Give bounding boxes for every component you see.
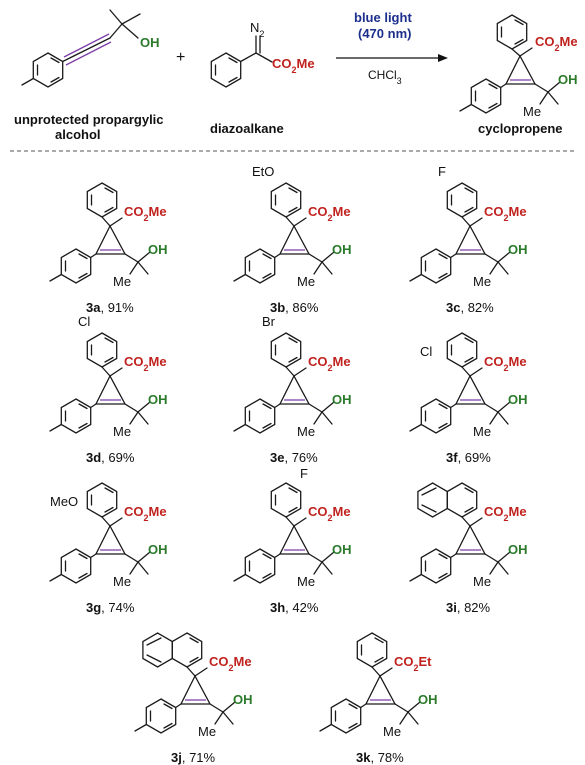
condition-solvent: CHCl3 xyxy=(368,68,402,86)
reactant-diazoalkane: N2 CO2Me xyxy=(210,20,315,88)
compound-ester: CO2Me xyxy=(308,204,351,223)
compound-substituent: F xyxy=(438,164,446,179)
compound-ester: CO2Me xyxy=(308,354,351,373)
reactant-propargylic-alcohol: OH xyxy=(22,9,160,87)
compound-ester: CO2Me xyxy=(124,354,167,373)
compound-me: Me xyxy=(297,274,315,289)
compound-substituent: F xyxy=(300,466,308,481)
condition-wavelength: (470 nm) xyxy=(358,26,411,41)
compound-label: 3d, 69% xyxy=(86,450,135,465)
reactant-oh-label: OH xyxy=(140,35,160,50)
diazo-n2-label: N2 xyxy=(250,20,264,39)
compound-oh: OH xyxy=(508,242,528,257)
compound-me: Me xyxy=(473,574,491,589)
compound-me: Me xyxy=(113,274,131,289)
condition-light: blue light xyxy=(354,10,412,25)
compound-label: 3b, 86% xyxy=(270,300,319,315)
compound-ester: CO2Me xyxy=(484,354,527,373)
diazo-ester-label: CO2Me xyxy=(272,56,315,75)
compound-ester: CO2Me xyxy=(484,504,527,523)
compound-label: 3k, 78% xyxy=(356,750,404,765)
product-ester: CO2Me xyxy=(535,34,578,53)
compound-label: 3j, 71% xyxy=(171,750,216,765)
compound-ester: CO2Me xyxy=(209,654,252,673)
compound-label: 3i, 82% xyxy=(446,600,491,615)
compound-oh: OH xyxy=(508,392,528,407)
compound-label: 3e, 76% xyxy=(270,450,318,465)
compound-oh: OH xyxy=(332,392,352,407)
compound-ester: CO2Et xyxy=(394,654,432,673)
compound-me: Me xyxy=(383,724,401,739)
compound-oh: OH xyxy=(418,692,438,707)
compound-ester: CO2Me xyxy=(124,204,167,223)
compound-oh: OH xyxy=(233,692,253,707)
compound-me: Me xyxy=(198,724,216,739)
compound-ester: CO2Me xyxy=(484,204,527,223)
compound-substituent: Cl xyxy=(420,344,432,359)
compound-oh: OH xyxy=(148,392,168,407)
compound-ester: CO2Me xyxy=(124,504,167,523)
product-cyclopropene: CO2Me OH Me xyxy=(460,14,578,119)
product-me: Me xyxy=(523,104,541,119)
reactant1-caption-line2: alcohol xyxy=(55,127,101,142)
compound-label: 3h, 42% xyxy=(270,600,319,615)
compound-me: Me xyxy=(297,574,315,589)
compound-oh: OH xyxy=(332,242,352,257)
reactant2-caption: diazoalkane xyxy=(210,121,284,136)
product-caption: cyclopropene xyxy=(478,121,563,136)
compound-substituent: MeO xyxy=(50,494,78,509)
compound-label: 3g, 74% xyxy=(86,600,135,615)
compound-me: Me xyxy=(473,274,491,289)
plus-sign: + xyxy=(176,49,185,66)
compound-substituent: Cl xyxy=(78,314,90,329)
compound-me: Me xyxy=(297,424,315,439)
compound-label: 3a, 91% xyxy=(86,300,134,315)
compound-oh: OH xyxy=(148,542,168,557)
compound-label: 3f, 69% xyxy=(446,450,491,465)
compound-substituent: Br xyxy=(262,314,276,329)
compound-oh: OH xyxy=(332,542,352,557)
compound-oh: OH xyxy=(508,542,528,557)
reaction-arrow xyxy=(336,54,448,62)
compound-oh: OH xyxy=(148,242,168,257)
compound-me: Me xyxy=(473,424,491,439)
product-oh: OH xyxy=(558,72,578,87)
compound-me: Me xyxy=(113,424,131,439)
compound-substituent: EtO xyxy=(252,164,274,179)
compound-me: Me xyxy=(113,574,131,589)
compound-label: 3c, 82% xyxy=(446,300,494,315)
compound-ester: CO2Me xyxy=(308,504,351,523)
reactant1-caption-line1: unprotected propargylic xyxy=(14,112,164,127)
